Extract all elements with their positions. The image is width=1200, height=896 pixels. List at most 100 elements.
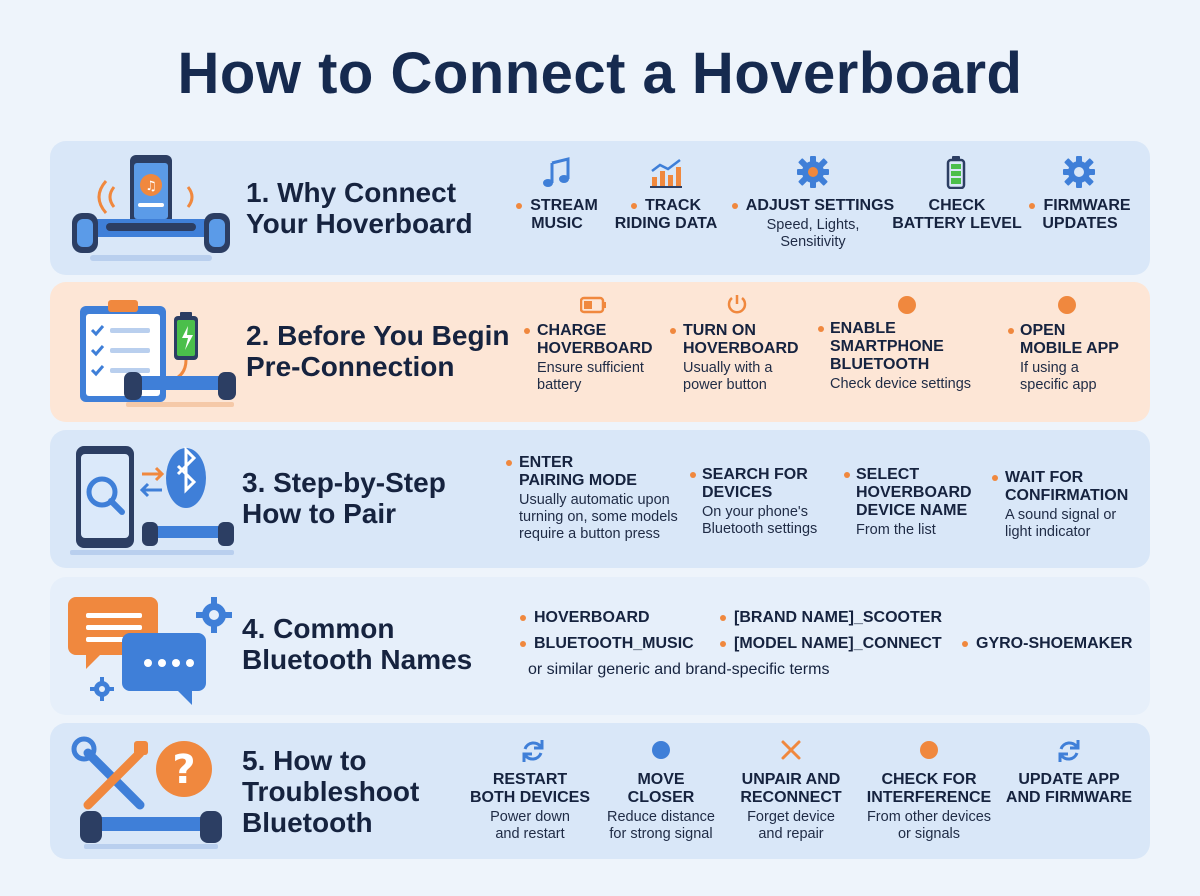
section-troubleshoot: ? 5. How to Troubleshoot Bluetooth RESTA… (50, 723, 1150, 859)
bullet-dot (670, 328, 676, 334)
trouble-item-restart: RESTART BOTH DEVICES Power down and rest… (460, 771, 600, 843)
heading-line: Troubleshoot (242, 776, 420, 807)
section-heading: 4. Common Bluetooth Names (242, 613, 472, 675)
bullet-dot (962, 640, 968, 647)
heading-line: Your Hoverboard (246, 208, 473, 239)
item-label: TRACK (645, 197, 701, 214)
heading-line: 2. Before You Begin (246, 320, 510, 351)
item-label: MOVE (637, 771, 685, 788)
bluetooth-name-item: [MODEL NAME]_CONNECT (720, 635, 942, 653)
item-label: CHECK (928, 197, 986, 214)
x-icon (781, 740, 801, 760)
bullet-dot (720, 640, 726, 647)
phone-bluetooth-illustration (70, 446, 234, 555)
item-label: DEVICES (702, 484, 773, 501)
item-label: CLOSER (627, 789, 695, 806)
section-step-by-step: 3. Step-by-Step How to Pair ENTER PAIRIN… (50, 430, 1150, 568)
before-item-enable-bluetooth: ENABLE SMARTPHONE BLUETOOTH Check device… (830, 320, 1000, 393)
item-desc: and repair (758, 826, 824, 842)
item-desc: If using a (1020, 360, 1079, 376)
item-label: SMARTPHONE (830, 338, 944, 355)
pair-item-search: SEARCH FOR DEVICES On your phone's Bluet… (702, 466, 852, 538)
battery-icon (946, 156, 966, 189)
pair-item-select-device: SELECT HOVERBOARD DEVICE NAME From the l… (856, 466, 996, 539)
section-heading: 2. Before You Begin Pre-Connection (246, 320, 509, 382)
bullet-dot (506, 460, 512, 466)
section-before-you-begin: 2. Before You Begin Pre-Connection CHARG… (50, 282, 1150, 422)
bullet-dot (720, 614, 726, 621)
item-label: RESTART (492, 771, 568, 788)
section-heading: 1. Why Connect Your Hoverboard (246, 177, 473, 239)
bullet-dot (524, 328, 530, 334)
item-label: BOTH DEVICES (469, 789, 590, 806)
item-label: STREAM (530, 197, 598, 214)
gear-icon (797, 156, 829, 188)
item-label: INTERFERENCE (866, 789, 992, 806)
item-desc: Usually automatic upon (519, 492, 670, 508)
item-desc: specific app (1020, 377, 1097, 393)
item-label: ADJUST SETTINGS (745, 197, 895, 214)
item-desc: Speed, Lights, (766, 217, 860, 233)
bullet-dot (1008, 328, 1014, 334)
page-title: How to Connect a Hoverboard (177, 41, 1023, 106)
item-label: DEVICE NAME (856, 502, 968, 519)
item-label: UPDATES (1042, 215, 1118, 232)
item-desc: turning on, some models (519, 509, 678, 525)
item-desc: On your phone's (702, 504, 808, 520)
bar-chart-icon (650, 159, 682, 188)
item-label: UNPAIR AND (741, 771, 841, 788)
name-label: BLUETOOTH_MUSIC (534, 635, 694, 652)
item-desc: Usually with a (683, 360, 773, 376)
pair-item-wait-confirmation: WAIT FOR CONFIRMATION A sound signal or … (1005, 469, 1145, 541)
item-desc: From the list (856, 522, 936, 538)
tools-question-illustration: ? (71, 736, 222, 849)
section-heading: 3. Step-by-Step How to Pair (242, 467, 446, 529)
before-item-open-app: OPEN MOBILE APP If using a specific app (1020, 322, 1140, 394)
item-label: HOVERBOARD (537, 340, 653, 357)
item-label: CONFIRMATION (1005, 487, 1129, 504)
bullet-dot (631, 202, 637, 209)
bluetooth-name-item: BLUETOOTH_MUSIC (520, 635, 694, 653)
trouble-item-update: UPDATE APP AND FIRMWARE (1002, 771, 1136, 807)
item-desc: Sensitivity (780, 234, 846, 250)
item-desc: Bluetooth settings (702, 521, 818, 537)
item-desc: power button (683, 377, 767, 393)
names-note: or similar generic and brand-specific te… (528, 661, 830, 678)
item-label: ENTER (519, 454, 574, 471)
item-label: FIRMWARE (1043, 197, 1131, 214)
name-label: [BRAND NAME]_SCOOTER (734, 609, 942, 626)
bullet-dot (844, 472, 850, 478)
bullet-dot (690, 472, 696, 478)
why-item-check-battery: CHECK BATTERY LEVEL (892, 197, 1022, 233)
trouble-item-unpair: UNPAIR AND RECONNECT Forget device and r… (726, 771, 856, 843)
bullet-dot (1029, 202, 1036, 209)
before-item-turn-on: TURN ON HOVERBOARD Usually with a power … (683, 322, 823, 394)
checklist-battery-illustration (80, 300, 236, 407)
item-label: BATTERY LEVEL (892, 215, 1022, 232)
item-label: TURN ON (683, 322, 756, 339)
item-label: CHECK FOR (881, 771, 977, 788)
pair-item-enter-pairing: ENTER PAIRING MODE Usually automatic upo… (519, 454, 699, 543)
item-desc: A sound signal or (1005, 507, 1117, 523)
refresh-icon (522, 740, 544, 762)
svg-text:♫: ♫ (145, 179, 157, 194)
bluetooth-name-item: [BRAND NAME]_SCOOTER (720, 609, 942, 627)
item-desc: or signals (897, 826, 961, 842)
bluetooth-name-item: GYRO-SHOEMAKER (962, 635, 1132, 653)
chat-bubbles-gear-illustration (68, 597, 232, 705)
item-desc: require a button press (519, 526, 661, 542)
heading-line: 4. Common (242, 613, 395, 644)
item-label: BLUETOOTH (830, 356, 930, 373)
heading-line: 5. How to (242, 745, 367, 776)
refresh-icon (1058, 740, 1080, 762)
trouble-item-interference: CHECK FOR INTERFERENCE From other device… (856, 771, 1002, 843)
why-item-track-data: TRACK RIDING DATA (610, 197, 722, 233)
dot-icon (1058, 296, 1076, 314)
item-desc: for strong signal (609, 826, 713, 842)
item-label: HOVERBOARD (856, 484, 972, 501)
item-desc: Check device settings (830, 376, 972, 392)
why-item-adjust-settings: ADJUST SETTINGS Speed, Lights, Sensitivi… (728, 197, 898, 251)
item-label: HOVERBOARD (683, 340, 799, 357)
item-label: UPDATE APP (1018, 771, 1120, 788)
bullet-dot (731, 202, 738, 209)
